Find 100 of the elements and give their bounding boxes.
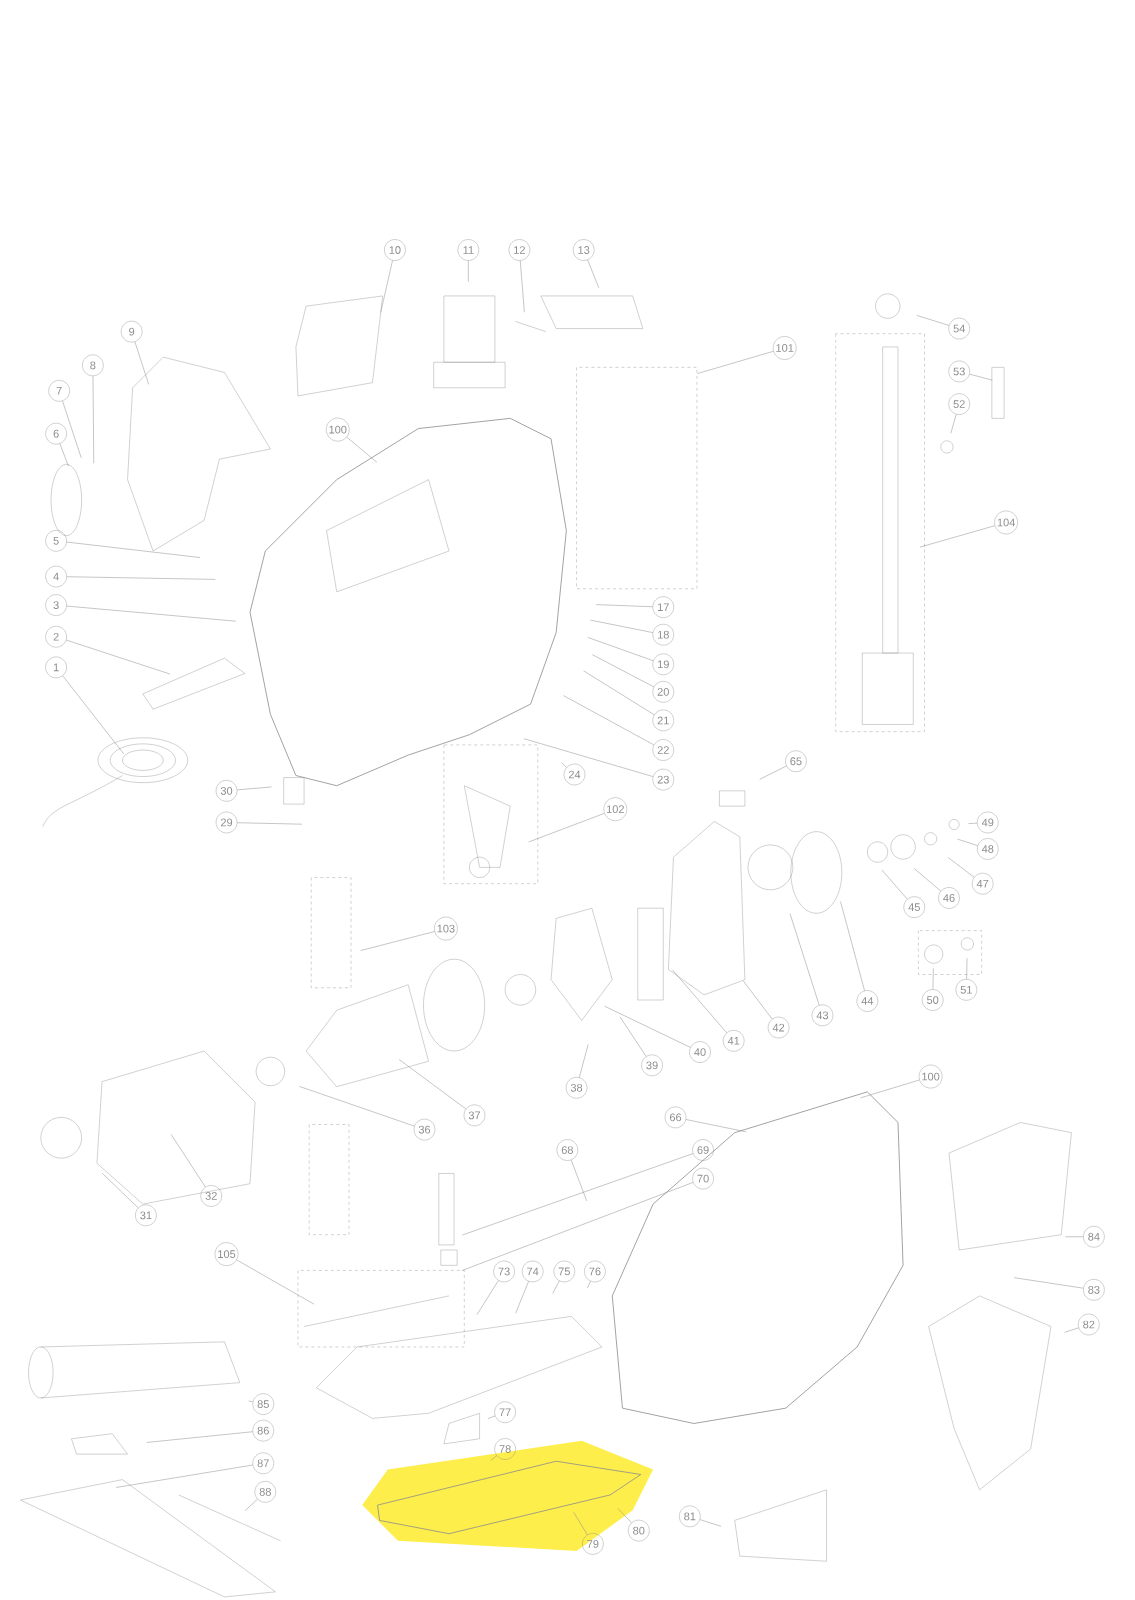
callout-number: 82	[1078, 1313, 1100, 1336]
leader-line	[966, 957, 968, 980]
leader-line	[969, 373, 993, 381]
callout-number: 78	[494, 1438, 516, 1460]
callout-number: 6	[45, 423, 67, 445]
leader-line	[561, 762, 567, 768]
callout-number: 73	[493, 1260, 515, 1283]
callout-number: 1	[45, 656, 67, 679]
leader-line	[932, 968, 934, 990]
callout-number: 44	[856, 990, 879, 1012]
leader-line	[840, 901, 865, 991]
leader-line	[468, 260, 469, 282]
callout-number: 69	[692, 1139, 714, 1161]
callout-number: 31	[135, 1204, 157, 1226]
callout-number: 77	[494, 1401, 516, 1423]
callout-number: 3	[45, 594, 67, 616]
callout-number: 10	[384, 239, 406, 261]
leader-line	[913, 868, 942, 892]
callout-number: 88	[254, 1481, 277, 1503]
callout-number: 11	[457, 239, 480, 261]
leader-line	[299, 1086, 415, 1127]
leader-line	[743, 980, 773, 1020]
callout-number: 30	[216, 780, 238, 802]
callout-number: 5	[45, 530, 67, 552]
leader-line	[66, 639, 171, 675]
callout-number: 84	[1083, 1226, 1105, 1248]
callout-number: 39	[641, 1054, 663, 1076]
leader-line	[672, 969, 728, 1033]
callout-number: 22	[652, 739, 675, 761]
leader-line	[523, 738, 654, 777]
callout-number: 75	[553, 1260, 576, 1283]
leader-line	[237, 822, 303, 825]
callout-number: 8	[82, 354, 104, 376]
leader-line	[916, 315, 950, 326]
leader-line	[462, 1153, 694, 1236]
leader-line	[587, 1280, 591, 1289]
leader-line	[860, 1079, 920, 1099]
leader-line	[968, 822, 978, 824]
leader-line	[919, 525, 996, 548]
leader-line	[573, 1512, 588, 1535]
leader-line	[957, 838, 978, 846]
leader-line	[583, 670, 655, 715]
callout-number: 20	[652, 681, 675, 703]
callout-number: 100	[919, 1064, 943, 1089]
callout-number: 19	[652, 653, 675, 675]
leader-line	[237, 786, 272, 791]
callout-number: 9	[121, 320, 143, 343]
leader-line	[699, 1519, 722, 1527]
callout-number: 51	[955, 979, 978, 1001]
leader-line	[595, 604, 653, 607]
leader-line	[620, 1016, 647, 1057]
leader-line	[134, 341, 150, 385]
leader-line	[490, 1455, 498, 1461]
callout-number: 37	[463, 1104, 486, 1126]
leader-line	[789, 913, 820, 1006]
leader-line	[520, 260, 525, 313]
callout-number: 4	[45, 565, 67, 588]
leader-line	[59, 443, 69, 467]
callout-number: 7	[48, 380, 71, 402]
callout-number: 53	[948, 360, 971, 383]
leader-line	[146, 1431, 254, 1443]
leader-line	[604, 1006, 691, 1048]
leader-line	[116, 1464, 254, 1488]
callout-number: 42	[768, 1016, 790, 1039]
leader-line	[248, 1400, 254, 1403]
leader-line	[66, 605, 237, 622]
callout-number: 13	[573, 239, 595, 261]
callout-number: 102	[603, 797, 628, 821]
callout-number: 36	[413, 1118, 436, 1141]
leader-line	[360, 931, 435, 951]
leader-line	[399, 1059, 467, 1110]
leader-line	[617, 1508, 632, 1524]
callout-number: 101	[773, 336, 797, 360]
callout-number: 52	[948, 393, 971, 415]
leader-line	[346, 436, 378, 463]
callout-number: 24	[563, 763, 586, 786]
callout-number: 79	[582, 1533, 604, 1555]
leader-line	[590, 619, 654, 633]
leader-line	[528, 813, 605, 843]
leader-line	[171, 1134, 206, 1188]
leader-line	[587, 259, 600, 288]
callout-number: 70	[692, 1167, 714, 1190]
callout-number: 74	[522, 1260, 544, 1283]
leader-line	[236, 1259, 315, 1305]
callout-number: 68	[556, 1139, 579, 1161]
callout-number: 18	[652, 624, 675, 646]
callout-number: 81	[679, 1505, 701, 1528]
callout-number: 65	[785, 750, 807, 772]
leader-line	[1065, 1236, 1084, 1237]
leader-line	[62, 400, 82, 459]
callout-number: 100	[326, 417, 350, 442]
leader-line	[563, 695, 655, 746]
leader-line	[62, 675, 125, 755]
callout-number: 104	[994, 510, 1019, 535]
leader-line	[487, 1415, 496, 1419]
leader-line	[462, 1182, 694, 1271]
leader-line	[66, 541, 201, 558]
callout-number: 23	[652, 768, 675, 791]
callout-number: 85	[252, 1393, 275, 1415]
callout-number: 46	[938, 887, 960, 909]
